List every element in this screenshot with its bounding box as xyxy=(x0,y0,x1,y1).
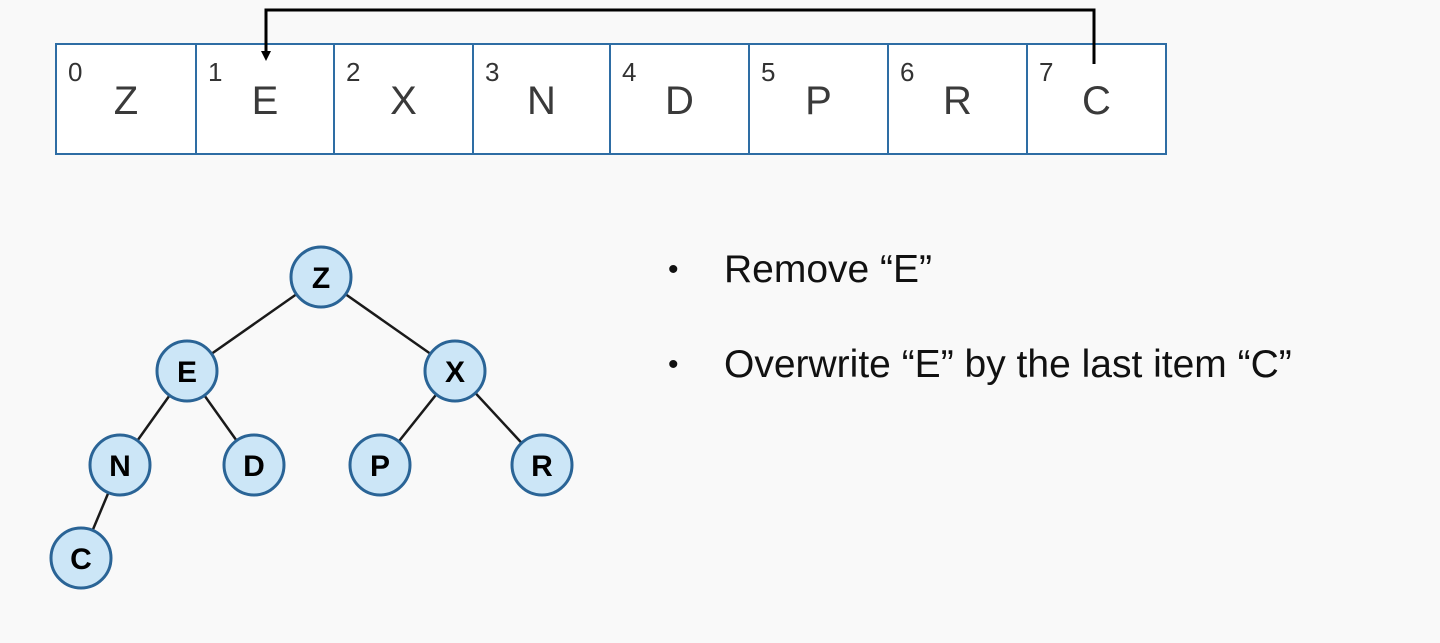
tree-node-label: R xyxy=(531,450,553,483)
array-value-2: X xyxy=(390,79,417,123)
array-value-1: E xyxy=(251,79,279,123)
bullet-dot-icon: • xyxy=(668,253,679,286)
bullet-dot-icon: • xyxy=(668,348,679,381)
tree-node-z: Z xyxy=(289,245,353,309)
bullet-text: Overwrite “E” by the last item “C” xyxy=(724,343,1292,386)
array-index-0: 0 xyxy=(68,57,83,87)
tree-node-x: X xyxy=(423,339,487,403)
tree-node-p: P xyxy=(348,433,412,497)
array-index-6: 6 xyxy=(900,57,915,87)
move-arrow xyxy=(261,8,1096,64)
tree-node-circle xyxy=(155,339,219,403)
bullet-list: • Remove “E” • Overwrite “E” by the last… xyxy=(668,246,1292,436)
bullet-text: Remove “E” xyxy=(724,248,933,291)
tree-node-circle xyxy=(348,433,412,497)
tree-node-label: N xyxy=(109,450,131,483)
tree-node-label: X xyxy=(445,356,465,389)
tree-node-circle xyxy=(510,433,574,497)
tree-node-circle xyxy=(289,245,353,309)
tree-node-circle xyxy=(88,433,152,497)
tree-node-label: D xyxy=(243,450,265,483)
array-cell-4: 4 D xyxy=(611,45,750,153)
tree-node-e: E xyxy=(155,339,219,403)
array-value-4: D xyxy=(665,79,694,123)
tree-node-d: D xyxy=(222,433,286,497)
array-cell-3: 3 N xyxy=(474,45,611,153)
array-value-5: P xyxy=(805,79,832,123)
tree-node-r: R xyxy=(510,433,574,497)
tree-node-n: N xyxy=(88,433,152,497)
array-index-2: 2 xyxy=(346,57,361,87)
array-value-3: N xyxy=(527,79,556,123)
tree-node-label: Z xyxy=(312,262,330,295)
tree-node-label: P xyxy=(370,450,390,483)
array-cell-0: 0 Z xyxy=(57,45,197,153)
array-index-1: 1 xyxy=(208,57,223,87)
array-cell-2: 2 X xyxy=(335,45,474,153)
tree-node-label: C xyxy=(70,543,92,576)
array-cell-6: 6 R xyxy=(889,45,1028,153)
array-cell-7: 7 C xyxy=(1028,45,1165,153)
array-index-5: 5 xyxy=(761,57,776,87)
tree-edges xyxy=(79,275,543,559)
tree-node-c: C xyxy=(49,526,113,590)
tree-node-circle xyxy=(423,339,487,403)
array-cell-5: 5 P xyxy=(750,45,889,153)
array-index-4: 4 xyxy=(622,57,637,87)
array-cell-1: 1 E xyxy=(197,45,335,153)
array-value-7: C xyxy=(1082,79,1111,123)
array-value-6: R xyxy=(943,79,972,123)
bullet-item: • Remove “E” xyxy=(668,246,1292,294)
array-index-3: 3 xyxy=(485,57,500,87)
tree-node-label: E xyxy=(177,356,197,389)
bullet-item: • Overwrite “E” by the last item “C” xyxy=(668,341,1292,389)
array-strip: 0 Z 1 E 2 X 3 N 4 D 5 P 6 R 7 C xyxy=(55,43,1167,155)
array-index-7: 7 xyxy=(1039,57,1054,87)
array-value-0: Z xyxy=(113,79,139,123)
tree-node-circle xyxy=(49,526,113,590)
tree-node-circle xyxy=(222,433,286,497)
